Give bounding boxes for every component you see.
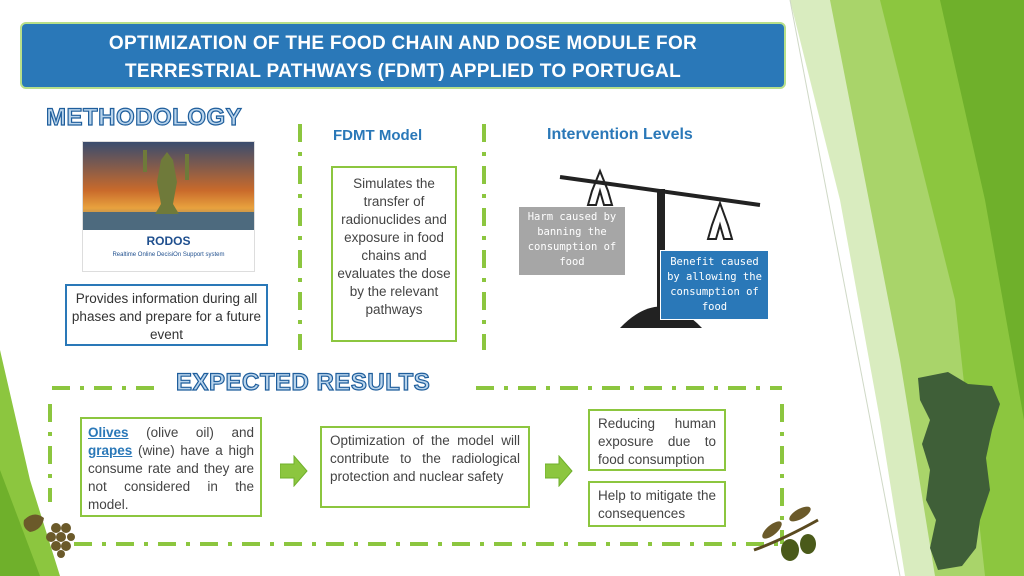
statue-icon (83, 150, 254, 230)
rodos-image: RODOS Realtime Online DecisiOn Support s… (82, 141, 255, 272)
results-dashed-frame (48, 386, 784, 546)
fdmt-description-box: Simulates the transfer of radionuclides … (331, 166, 457, 342)
grapes-word: grapes (88, 443, 133, 458)
right-arrow-icon (280, 455, 308, 487)
olives-text: (olive oil) and (128, 425, 254, 440)
methodology-heading: METHODOLOGY (45, 103, 243, 131)
expected-results-heading: EXPECTED RESULTS (175, 368, 431, 396)
rodos-info-box: Provides information during all phases a… (65, 284, 268, 346)
dashed-separator-right (482, 124, 486, 350)
right-arrow-icon-2 (545, 455, 573, 487)
fdmt-model-title: FDMT Model (333, 127, 423, 144)
olives-grapes-box: Olives (olive oil) and grapes (wine) hav… (80, 417, 262, 517)
grapes-text: (wine) have a high consume rate and they… (88, 443, 254, 512)
optimization-box: Optimization of the model will contribut… (320, 426, 530, 508)
title-line-2: TERRESTRIAL PATHWAYS (FDMT) APPLIED TO P… (125, 61, 681, 82)
rodos-sky (83, 142, 254, 230)
mitigate-box: Help to mitigate the consequences (588, 481, 726, 527)
grapes-icon (23, 514, 75, 558)
olive-branch-icon (753, 506, 819, 561)
rodos-subtitle: Realtime Online DecisiOn Support system (112, 252, 225, 258)
olives-word: Olives (88, 425, 129, 440)
title-line-1: OPTIMIZATION OF THE FOOD CHAIN AND DOSE … (108, 33, 698, 54)
rodos-name: RODOS (146, 234, 191, 248)
intervention-levels-title: Intervention Levels (547, 126, 693, 143)
harm-box: Harm caused by banning the consumption o… (519, 207, 625, 275)
page-title: OPTIMIZATION OF THE FOOD CHAIN AND DOSE … (20, 22, 786, 89)
benefit-box: Benefit caused by allowing the consumpti… (660, 250, 769, 320)
dashed-separator-left (298, 124, 302, 350)
reduce-exposure-box: Reducing human exposure due to food cons… (588, 409, 726, 471)
